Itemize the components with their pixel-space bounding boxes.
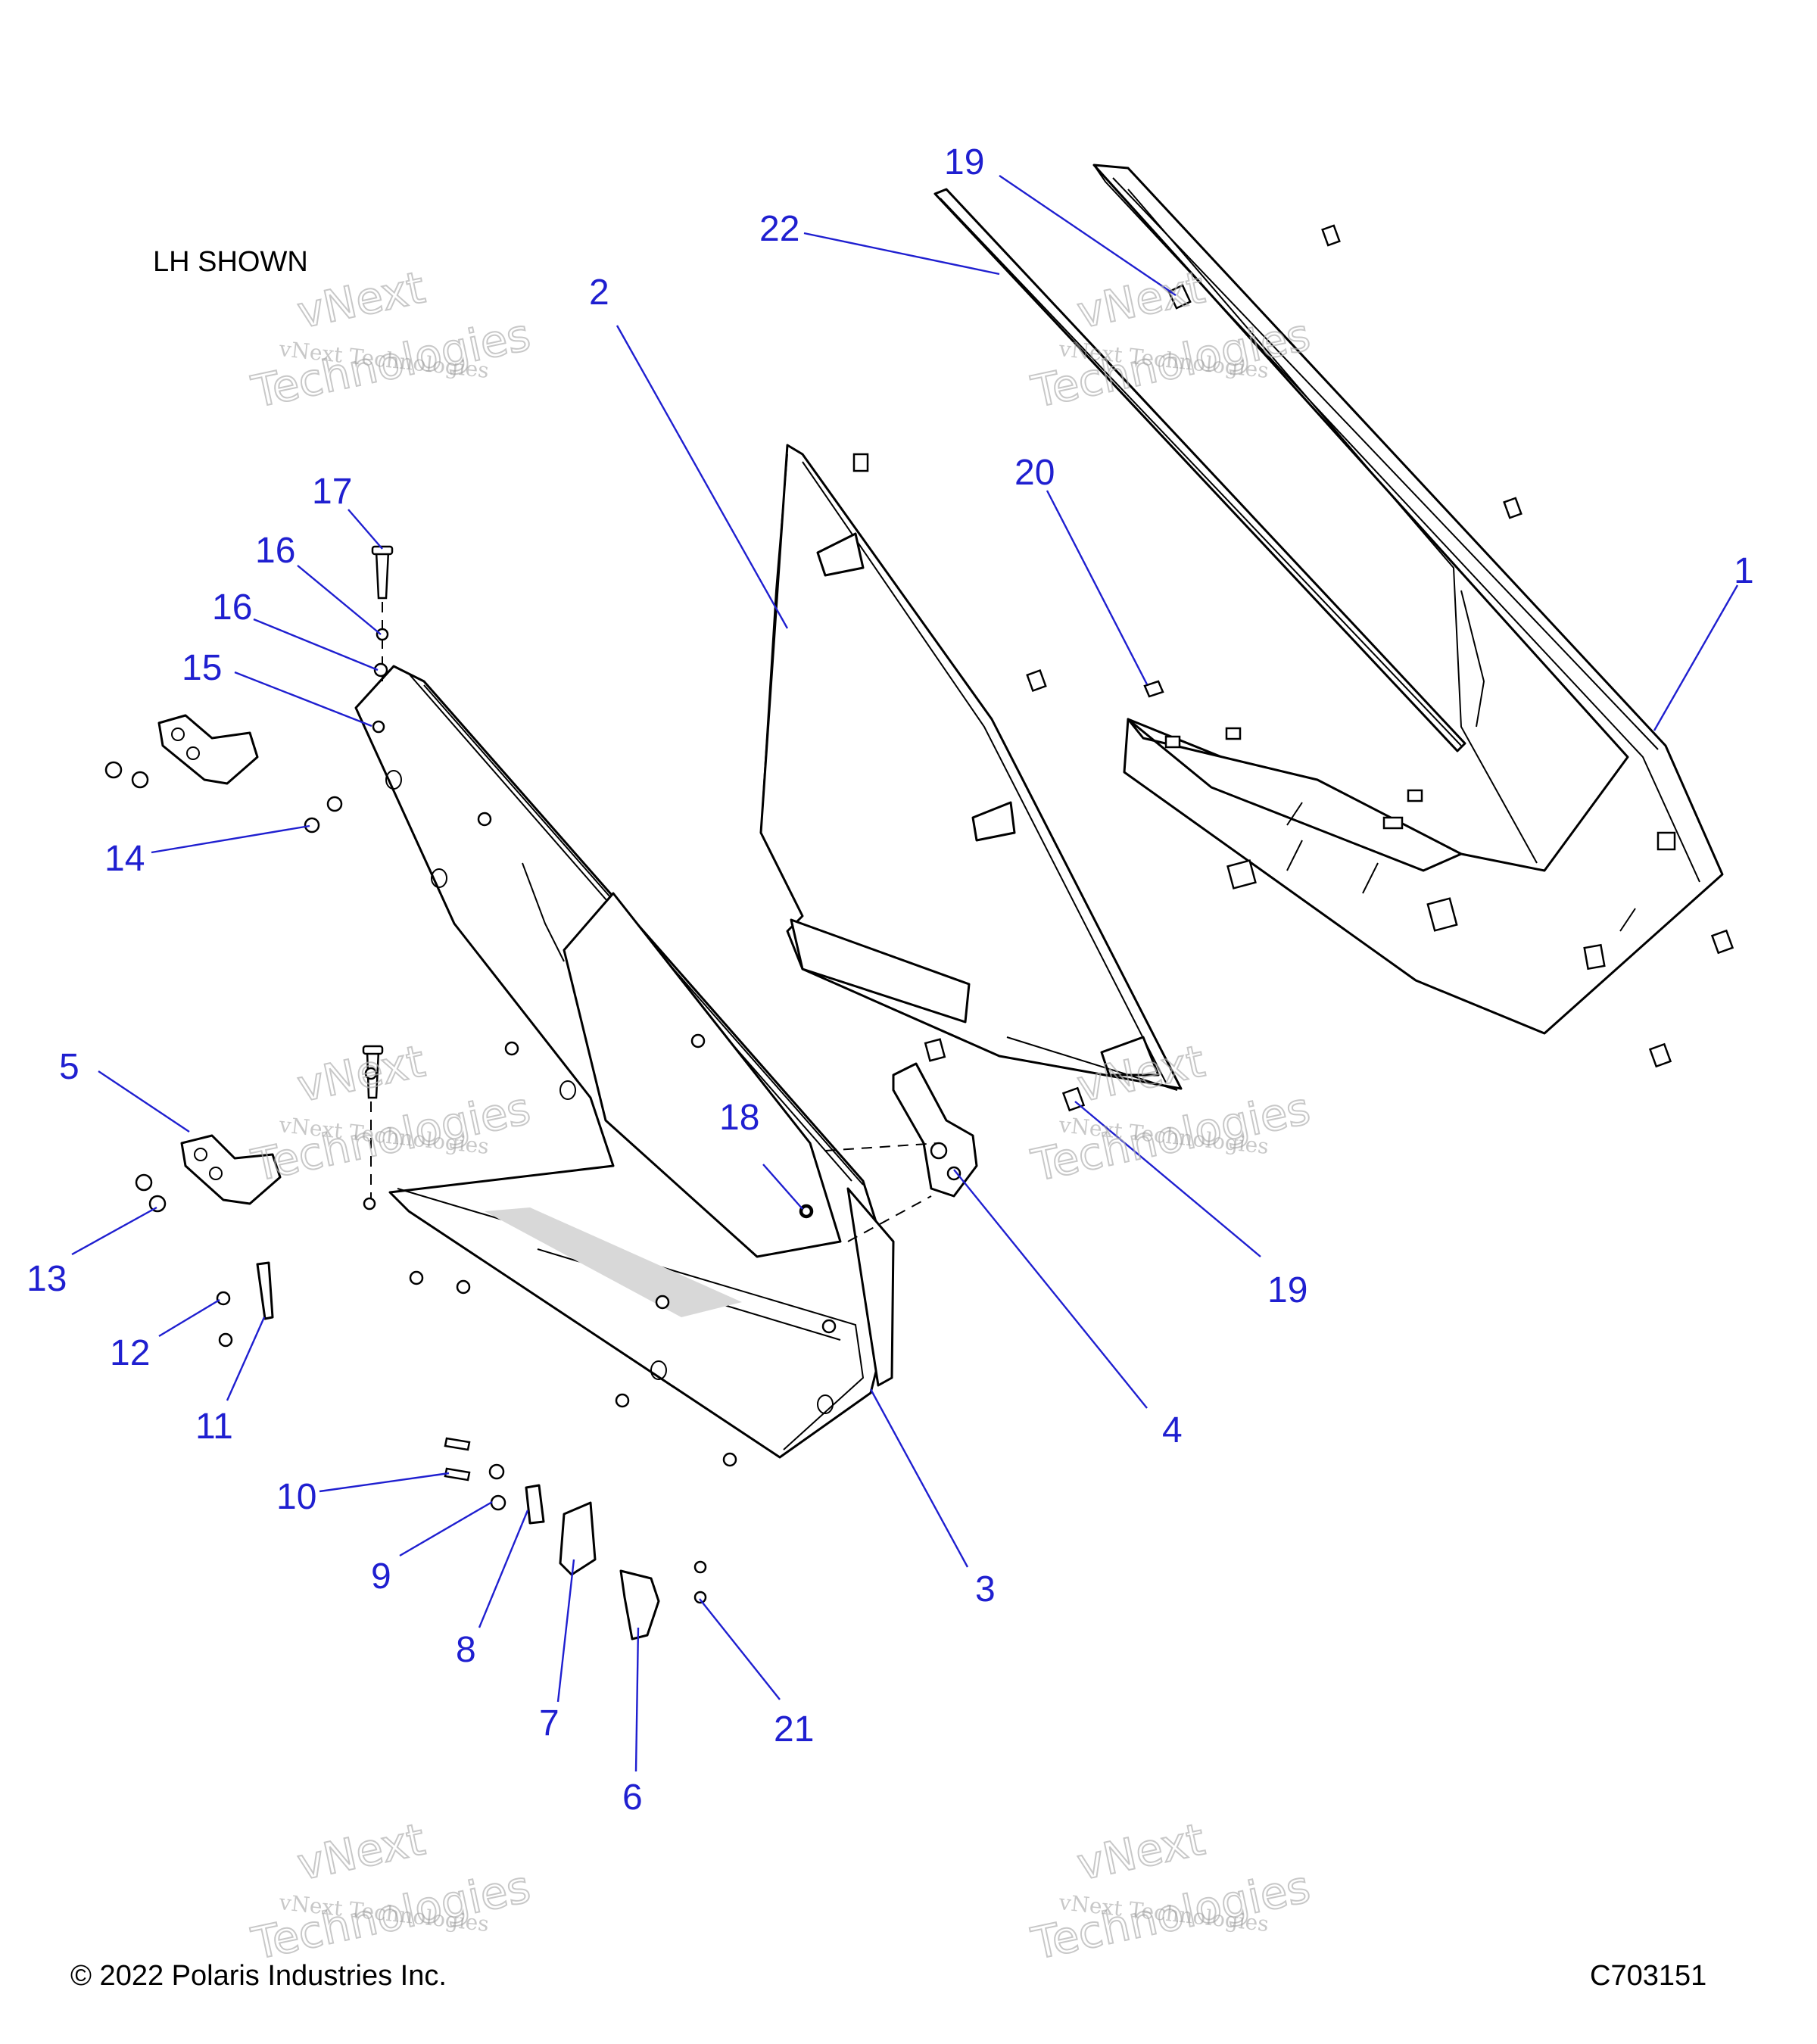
part-18-screw [800,1205,812,1217]
part-13-bolts [104,761,167,1213]
part-19-clip-top [1167,284,1192,310]
callout-9: 9 [371,1556,391,1597]
part-8-washer [525,1484,545,1525]
part-7-latch-body [559,1501,597,1576]
callout-10: 10 [276,1477,316,1517]
lower-hinge-pin [362,1045,384,1211]
svg-text:vNext: vNext [293,1035,429,1112]
svg-text:vNext: vNext [293,261,429,338]
part-5-lower-hinge [180,1134,282,1205]
lh-shown-note: LH SHOWN [153,246,308,278]
part-1-outer-door-panel [1092,164,1734,1068]
part-22-seal-strip [933,188,1466,752]
callout-13: 13 [26,1259,67,1299]
callout-11: 11 [195,1407,233,1447]
part-20-clip [1143,680,1164,698]
callout-3: 3 [975,1569,996,1609]
callout-8: 8 [456,1630,476,1670]
callout-5: 5 [59,1047,79,1087]
part-12-screws [216,1291,233,1348]
part-11-strap [256,1261,274,1320]
callout-labels: 1 2 3 4 5 6 7 8 9 10 11 12 13 14 15 16 1… [26,142,1754,1818]
copyright: © 2022 Polaris Industries Inc. [70,1960,447,1992]
svg-text:vNext: vNext [293,1813,429,1890]
callout-16a: 16 [212,587,252,628]
part-21-screws [693,1560,707,1604]
callout-6: 6 [622,1778,643,1818]
callout-7: 7 [539,1703,559,1743]
part-4-latch [824,1062,978,1242]
callout-19b: 19 [1267,1270,1307,1310]
upper-hinge [157,714,259,785]
callout-16b: 16 [255,531,295,571]
part-2-door-frame [759,444,1183,1112]
callout-1: 1 [1734,551,1754,591]
part-14-bolts [304,796,343,833]
callout-4: 4 [1162,1410,1183,1450]
part-3-door-structure [354,665,895,1467]
part-6-striker [619,1569,660,1640]
callout-15: 15 [182,648,222,688]
callout-14: 14 [104,839,145,879]
svg-text:vNext: vNext [1073,1813,1209,1890]
callout-18: 18 [719,1098,759,1138]
svg-text:vNext: vNext [1073,261,1209,338]
callout-19a: 19 [944,142,984,182]
callout-2: 2 [589,273,609,313]
callout-17: 17 [312,472,352,512]
diagram-id: C703151 [1590,1960,1706,1992]
callout-12: 12 [110,1333,150,1373]
callout-20: 20 [1014,453,1055,493]
callout-22: 22 [759,209,799,249]
leader-lines [71,175,1739,1772]
callout-21: 21 [774,1709,814,1750]
part-17-hinge-pin [371,545,394,734]
